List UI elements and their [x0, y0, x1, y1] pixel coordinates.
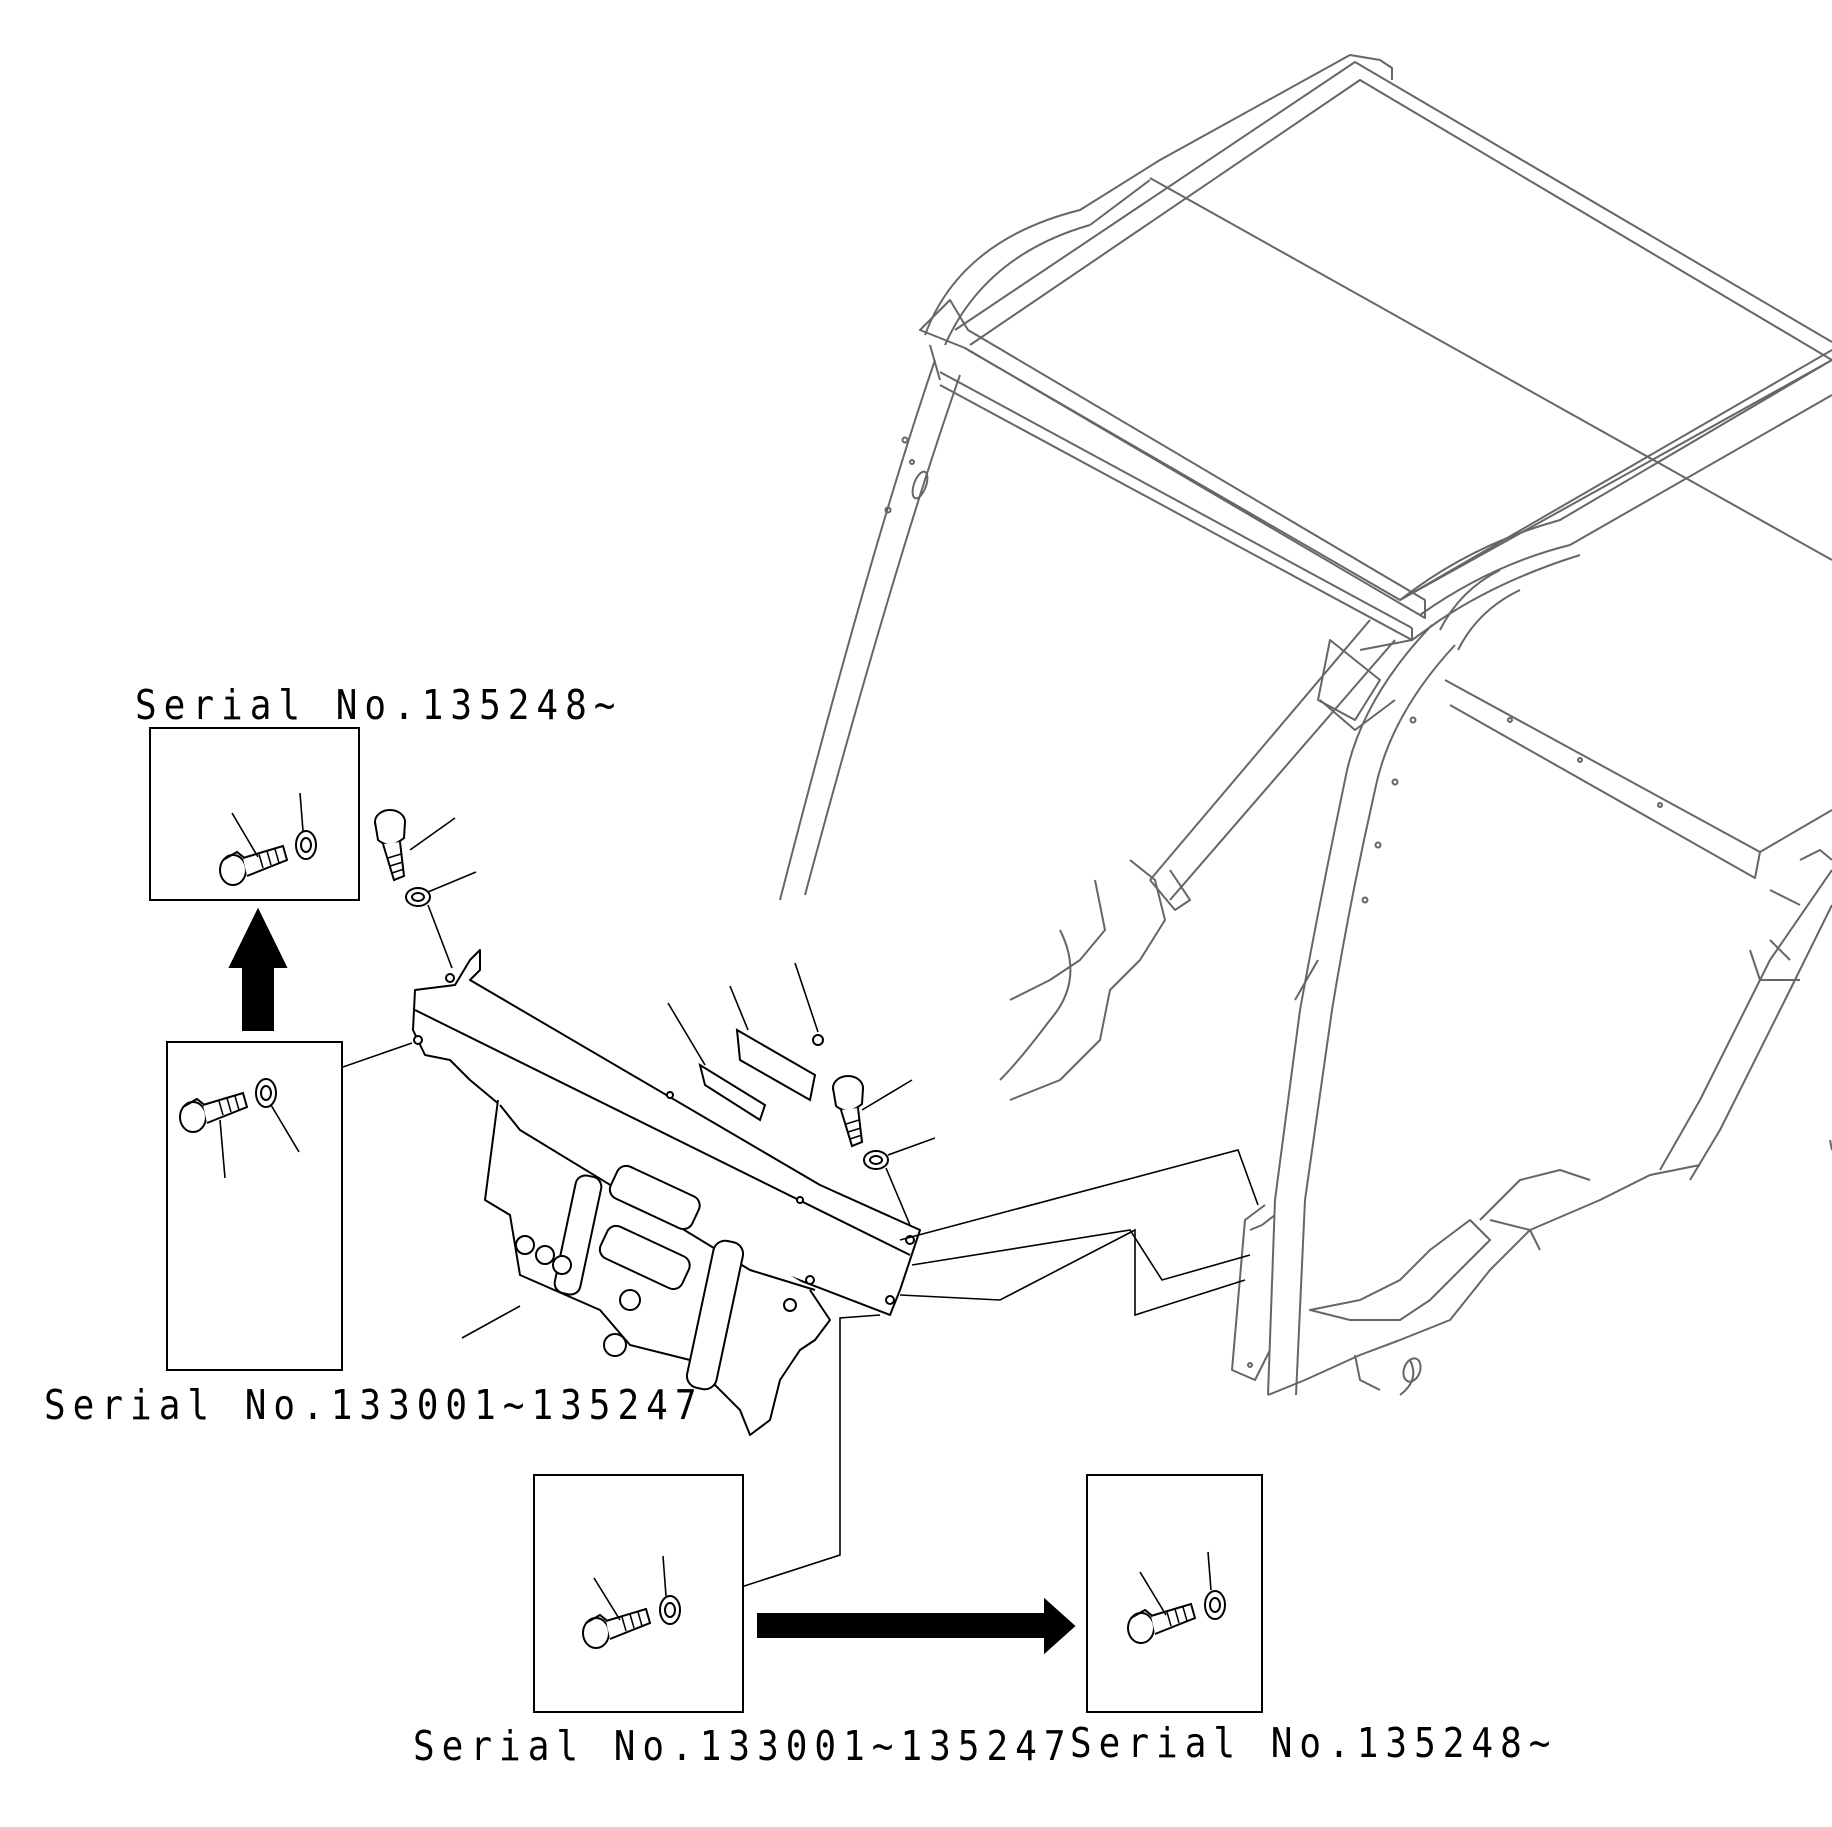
right-arrow-icon	[757, 1597, 1076, 1655]
inset-box-bottom-right	[1086, 1474, 1263, 1713]
inset-box-bottom-center	[533, 1474, 744, 1713]
bracket-plates	[698, 1028, 824, 1122]
bolt-icon	[832, 1075, 864, 1147]
serial-label-bottom-center: Serial No.133001~135247	[413, 1723, 1073, 1771]
washer-icon	[405, 887, 431, 907]
up-arrow-icon	[228, 907, 288, 1031]
leader-lines	[267, 817, 1259, 1611]
panel-assembly	[412, 949, 921, 1436]
serial-label-mid-left: Serial No.133001~135247	[44, 1382, 704, 1430]
bolt-icon	[374, 809, 406, 881]
serial-label-top-left: Serial No.135248~	[135, 682, 623, 730]
serial-label-bottom-right: Serial No.135248~	[1070, 1720, 1558, 1768]
cab-frame	[779, 54, 1832, 1396]
washer-icon	[863, 1150, 889, 1170]
inset-box-mid-left	[166, 1041, 343, 1371]
inset-box-top-left	[149, 727, 360, 901]
